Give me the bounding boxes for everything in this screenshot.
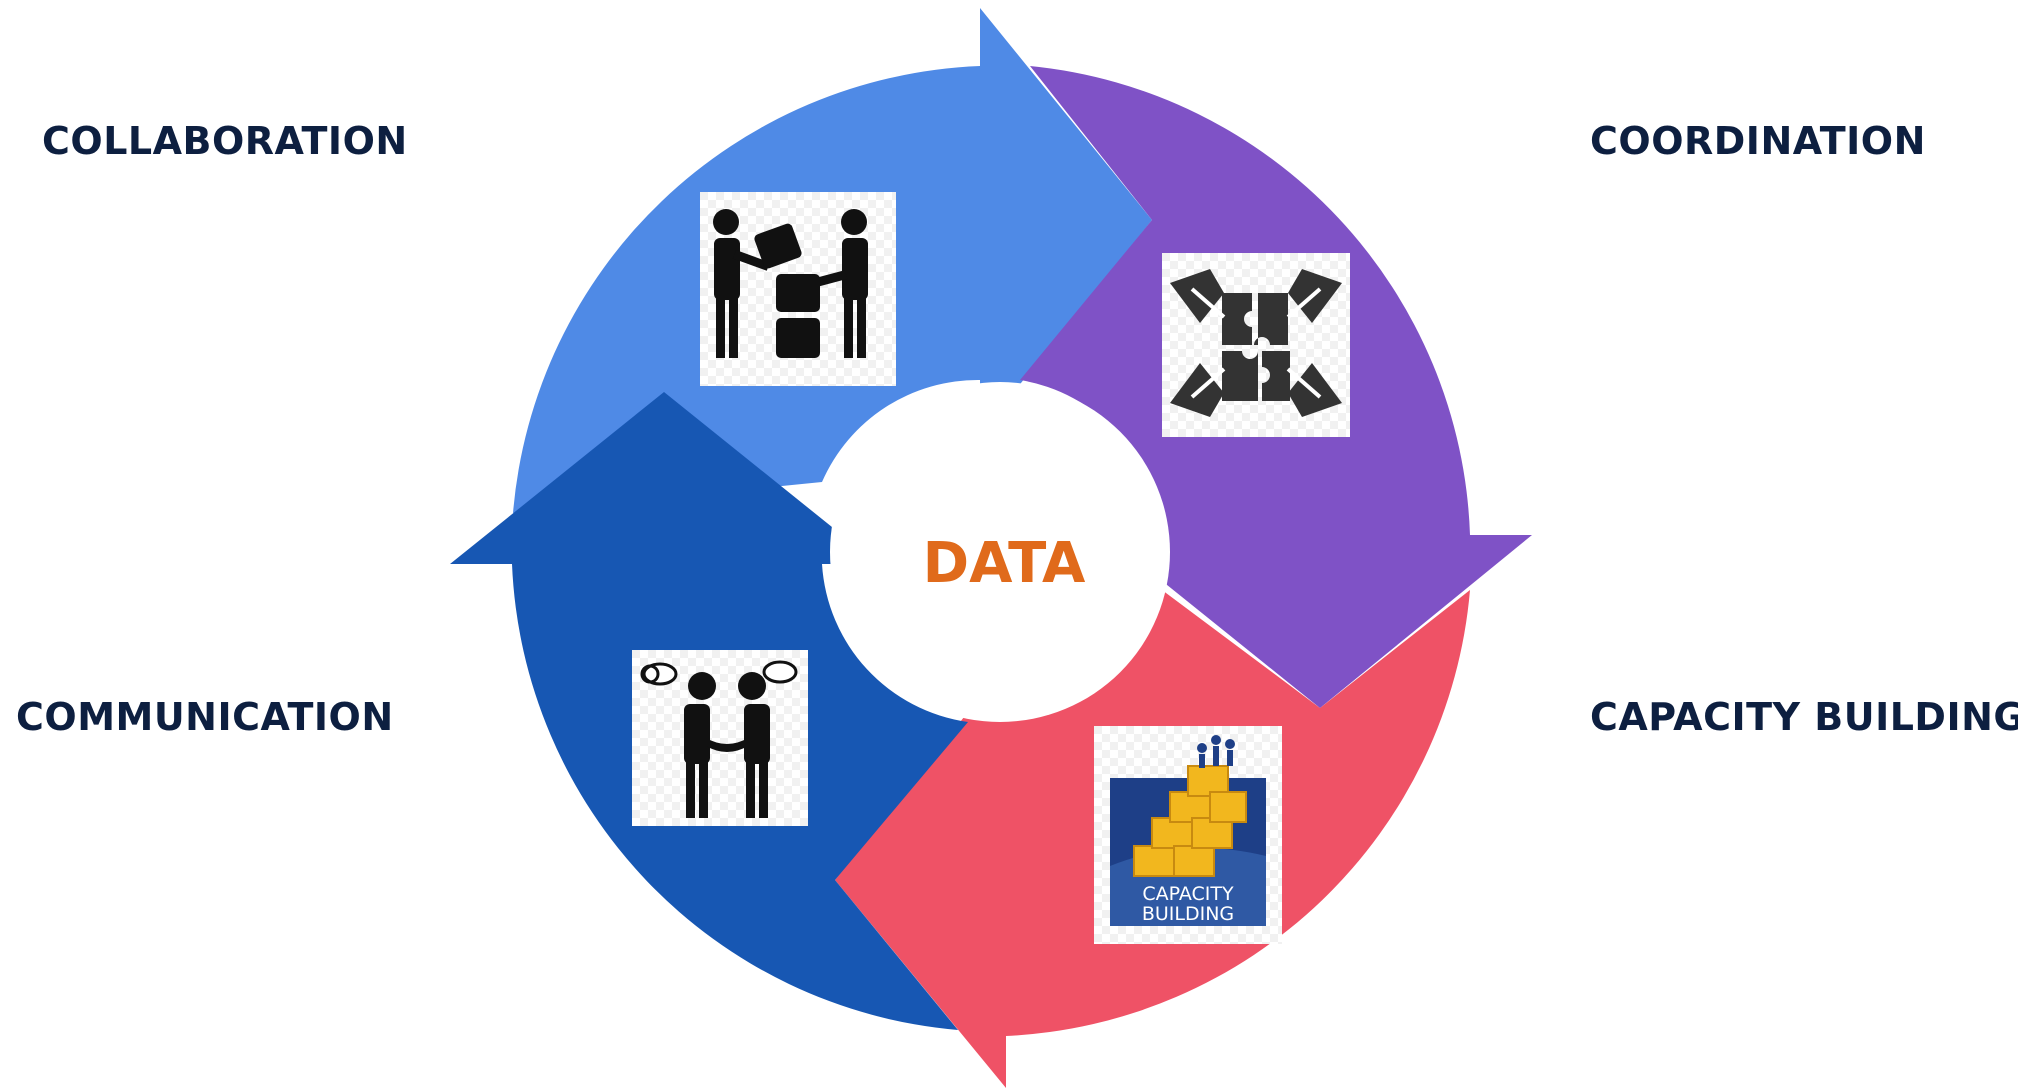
capacity-building-bricks-icon: CAPACITY BUILDING (1094, 726, 1282, 944)
center-data-label: DATA (923, 531, 1086, 596)
capacity-building-label: CAPACITY BUILDING (1590, 695, 2018, 739)
collaboration-people-blocks-icon (700, 192, 896, 386)
collaboration-label: COLLABORATION (42, 119, 408, 163)
capacity-icon-text-line2: BUILDING (1142, 903, 1234, 925)
capacity-icon-text-line1: CAPACITY (1142, 883, 1234, 905)
coordination-label: COORDINATION (1590, 119, 1926, 163)
puzzle-hands-icon (1162, 253, 1350, 437)
communication-label: COMMUNICATION (16, 695, 394, 739)
handshake-speech-icon (632, 650, 808, 826)
center-circle (830, 382, 1170, 722)
